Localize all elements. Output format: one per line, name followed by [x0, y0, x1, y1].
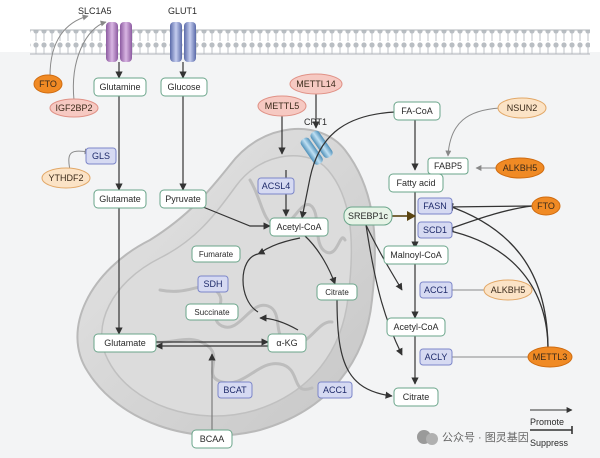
node-bcaa: BCAA: [200, 434, 225, 444]
mettl3-regulation-curves: [445, 203, 549, 351]
enzyme-scd1: SCD1: [423, 225, 447, 235]
node-alpha-kg: α-KG: [276, 338, 297, 348]
regulator-fto-right: FTO: [537, 201, 555, 211]
regulator-nsun2: NSUN2: [507, 103, 538, 113]
enzyme-acly: ACLY: [425, 352, 448, 362]
regulation-curves: [49, 14, 530, 430]
watermark-text: 公众号 · 图灵基因: [442, 431, 529, 444]
enzyme-gls: GLS: [92, 151, 110, 161]
watermark: 公众号 · 图灵基因: [417, 430, 529, 445]
slc1a5-label: SLC1A5: [78, 6, 112, 16]
srebp1c-promote-arrow: [392, 211, 416, 221]
glut1-label: GLUT1: [168, 6, 197, 16]
node-glucose: Glucose: [167, 82, 200, 92]
node-acetylcoa-cytosol: Acetyl-CoA: [393, 322, 438, 332]
node-fatty-acid: Fatty acid: [396, 178, 435, 188]
regulator-alkbh5-top: ALKBH5: [503, 163, 538, 173]
slc1a5-transporter: [106, 22, 132, 62]
node-citrate-mito: Citrate: [325, 288, 349, 297]
enzyme-bcat: BCAT: [223, 385, 247, 395]
regulator-srebp1c: SREBP1c: [348, 211, 389, 221]
legend-suppress: Suppress: [530, 438, 569, 448]
regulator-mettl3: METTL3: [533, 352, 568, 362]
node-malonylcoa: Malnoyl-CoA: [390, 250, 442, 260]
node-glutamine: Glutamine: [99, 82, 140, 92]
enzyme-acc1: ACC1: [424, 285, 448, 295]
regulator-mettl5: METTL5: [265, 101, 300, 111]
legend-promote: Promote: [530, 417, 564, 427]
node-fumarate: Fumarate: [199, 250, 234, 259]
enzyme-fasn: FASN: [423, 201, 447, 211]
node-pyruvate: Pyruvate: [165, 194, 201, 204]
regulator-nodes: FTO IGF2BP2 YTHDF2 METTL14 METTL5 NSUN2 …: [33, 73, 573, 368]
legend: Promote Suppress: [530, 407, 573, 448]
enzyme-sdh: SDH: [203, 279, 222, 289]
enzyme-acsl4: ACSL4: [262, 181, 291, 191]
node-glutamate-mito: Glutamate: [104, 338, 146, 348]
pathway-arrows: [115, 62, 419, 430]
enzyme-acc1-mito: ACC1: [323, 385, 347, 395]
regulator-mettl14: METTL14: [296, 79, 336, 89]
node-citrate-cytosol: Citrate: [403, 392, 430, 402]
regulator-ythdf2: YTHDF2: [48, 173, 83, 183]
enzyme-nodes: GLS ACSL4 SDH BCAT ACC1 FABP5 FASN SCD1 …: [85, 147, 469, 399]
node-acetylcoa-mito: Acetyl-CoA: [276, 222, 321, 232]
regulator-igf2bp2: IGF2BP2: [55, 103, 92, 113]
regulator-fto-top: FTO: [39, 79, 57, 89]
cpt1-transporter: [300, 130, 333, 165]
regulator-alkbh5-mid: ALKBH5: [491, 285, 526, 295]
node-facoa: FA-CoA: [401, 106, 433, 116]
enzyme-fabp5: FABP5: [434, 161, 462, 171]
node-glutamate-cytosol: Glutamate: [99, 194, 141, 204]
glut1-transporter: [170, 22, 196, 62]
node-succinate: Succinate: [194, 308, 230, 317]
metabolite-nodes: Glutamine Glucose Glutamate Pyruvate Ace…: [93, 77, 449, 449]
